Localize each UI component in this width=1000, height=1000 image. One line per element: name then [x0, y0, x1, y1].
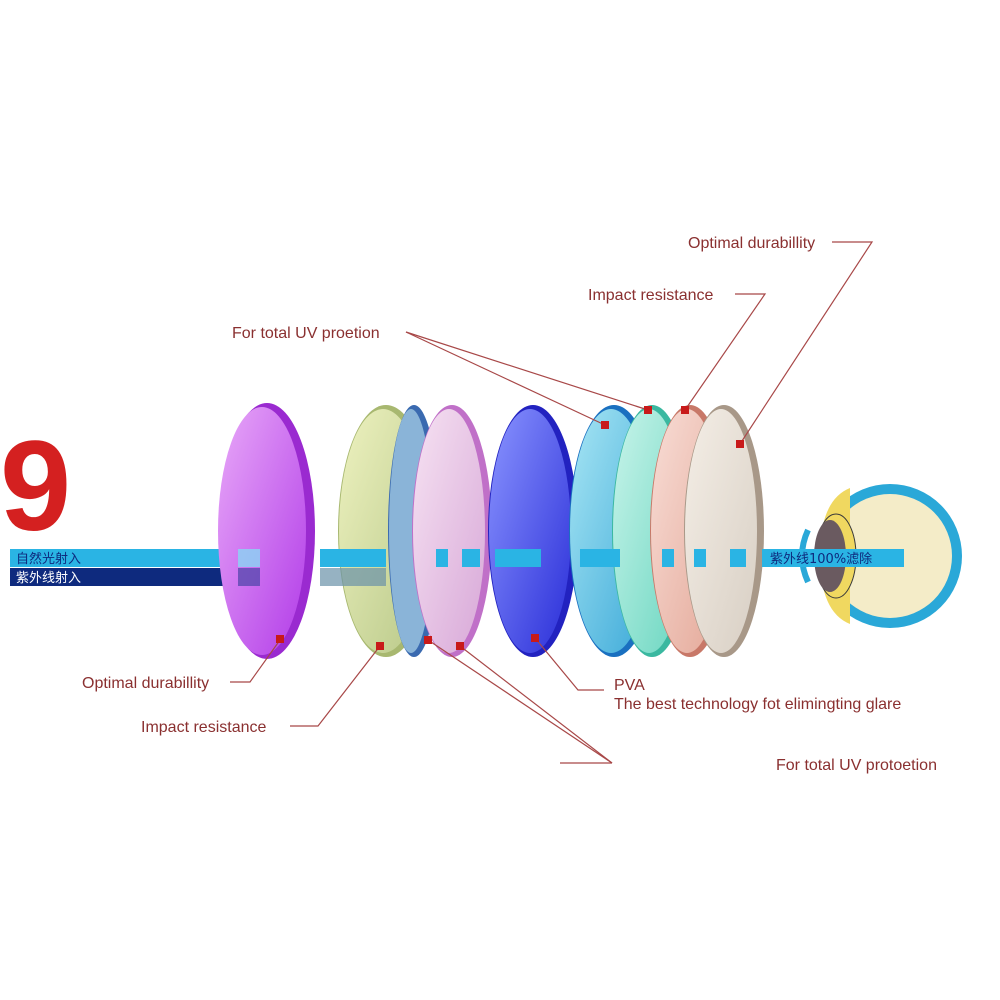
brand-nine-badge: 9 — [0, 415, 71, 558]
light-segment — [495, 549, 541, 567]
square-marker — [601, 421, 609, 429]
leader-lines — [230, 241, 874, 764]
uv-light-label: 紫外线射入 — [16, 570, 81, 586]
square-marker — [736, 440, 744, 448]
lens-layer-5 — [488, 405, 578, 657]
light-segment — [662, 549, 674, 567]
uv-light-bar — [10, 568, 260, 586]
light-segment — [238, 549, 260, 567]
light-segment — [436, 549, 448, 567]
light-segment — [580, 549, 620, 567]
natural-light-bar — [10, 549, 260, 567]
light-segment — [320, 549, 386, 567]
label-pva-description: The best technology fot elimingting glar… — [614, 696, 901, 713]
square-marker — [376, 642, 384, 650]
square-marker — [456, 642, 464, 650]
label-top-impact-resistance: Impact resistance — [588, 287, 713, 304]
light-segment — [320, 568, 386, 586]
light-segment — [238, 568, 260, 586]
light-segment — [462, 549, 480, 567]
label-pva: PVA — [614, 677, 645, 694]
label-bottom-impact-resistance: Impact resistance — [141, 719, 266, 736]
label-top-optimal-durability: Optimal durabillity — [688, 235, 815, 252]
label-top-uv-protection: For total UV proetion — [232, 325, 380, 342]
label-bottom-uv-protection: For total UV protoetion — [776, 757, 937, 774]
natural-light-label: 自然光射入 — [16, 551, 81, 567]
square-marker — [681, 406, 689, 414]
lens-layer-4 — [412, 405, 492, 657]
square-marker — [644, 406, 652, 414]
light-segment — [730, 549, 746, 567]
square-marker — [531, 634, 539, 642]
uv-filtered-label: 紫外线100%滤除 — [770, 552, 872, 567]
uv-filtered-bar — [762, 549, 904, 567]
square-marker — [276, 635, 284, 643]
lens-layer-1 — [218, 403, 315, 659]
light-segment — [694, 549, 706, 567]
label-bottom-optimal-durability: Optimal durabillity — [82, 675, 209, 692]
lens-layer-9 — [684, 405, 764, 657]
square-markers — [276, 406, 744, 650]
square-marker — [424, 636, 432, 644]
